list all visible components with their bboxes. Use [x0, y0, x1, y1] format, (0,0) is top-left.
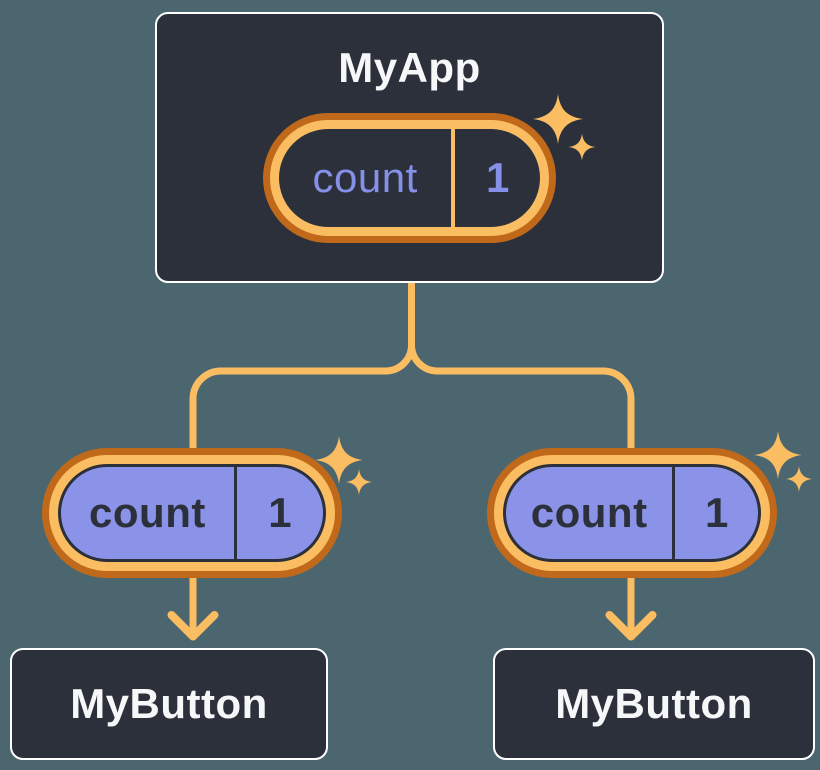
arrowhead-left-icon [167, 611, 219, 641]
root-state-pill: count 1 [263, 113, 556, 243]
state-pill-label: count [312, 154, 418, 201]
left-child-component-title: MyButton [70, 680, 268, 727]
state-pill-value: 1 [451, 129, 540, 227]
connector-right-branch [408, 279, 635, 636]
right-prop-pill: count 1 [487, 448, 777, 578]
sparkle-icon [315, 436, 372, 495]
prop-pill-label: count [530, 489, 648, 536]
left-child-component-node: MyButton [10, 648, 328, 760]
root-component-title: MyApp [338, 44, 481, 91]
sparkle-icon [754, 431, 812, 492]
prop-pill-label: count [89, 489, 206, 536]
prop-pill-value: 1 [233, 467, 323, 559]
left-prop-pill: count 1 [42, 448, 342, 578]
sparkle-icon [533, 94, 596, 161]
connector-left-branch [189, 279, 415, 636]
arrowhead-right-icon [605, 611, 657, 641]
prop-pill-value: 1 [672, 467, 758, 559]
right-child-component-title: MyButton [555, 680, 753, 727]
right-child-component-node: MyButton [493, 648, 815, 760]
